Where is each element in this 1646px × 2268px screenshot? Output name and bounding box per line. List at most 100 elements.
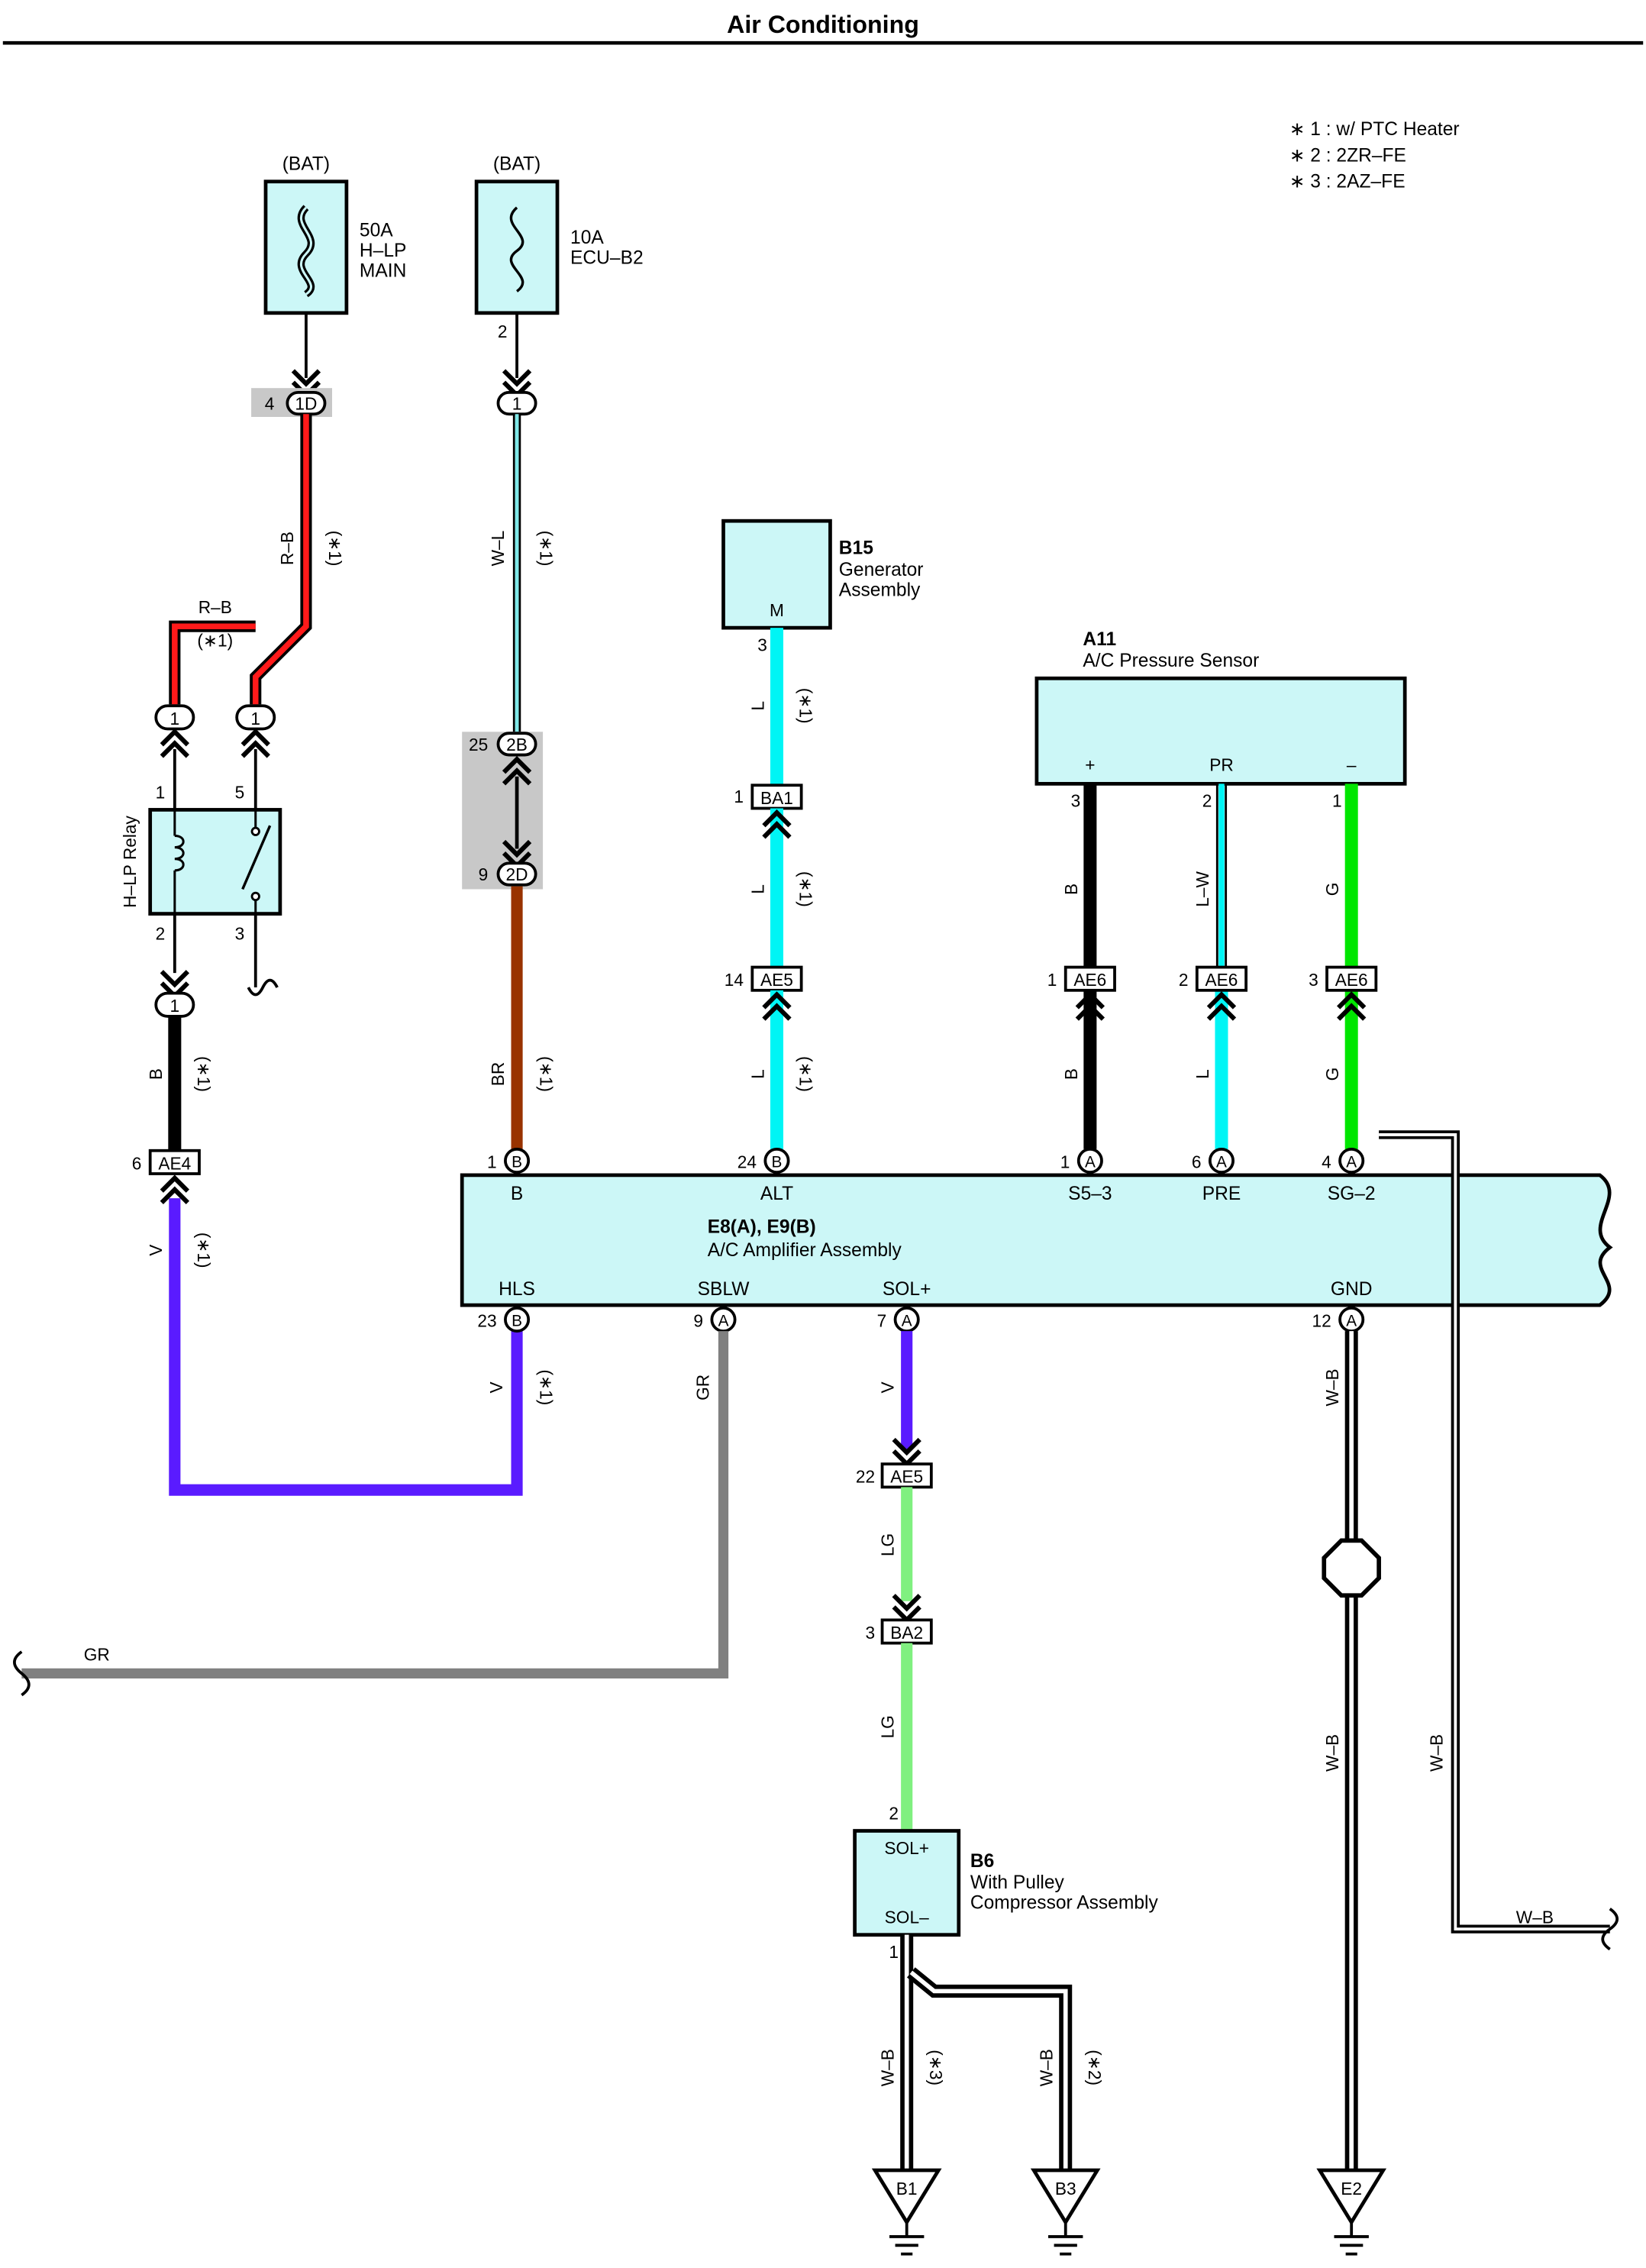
generator-code: B15 [839,538,873,559]
connector-ba1-pin: 1 [734,787,744,806]
wire-label-star1-rb-h: (∗1) [197,631,233,651]
fuse-hlp-name1: H–LP [360,241,406,261]
wire-label-wb-gnd-1: W–B [1322,1368,1342,1406]
amp-top-pin-3-num: 1 [1060,1152,1070,1171]
ground-b1-label: B1 [896,2179,918,2199]
compressor-pin-bottom: 1 [889,1942,899,1962]
amp-top-pin-1-num: 1 [487,1152,497,1171]
amp-bottom-pins: 23 B 9 A 7 A 12 A [477,1307,1365,1333]
relay-coil-icon [174,834,185,872]
amp-bottom-pin-1-num: 23 [477,1310,496,1330]
wire-label-br: BR [488,1062,508,1087]
note-2: ∗ 2 : 2ZR–FE [1289,145,1406,166]
relay-pin-2: 2 [156,924,166,944]
amp-top-pin-4 [1208,1147,1234,1174]
connector-2b-pin: 25 [469,735,488,754]
wire-label-wl: W–L [488,531,508,567]
fuse-ecu-source: (BAT) [493,154,541,175]
wire-wb-compressor [900,1934,1073,2172]
generator-terminal: M [770,600,784,620]
sensor-pin-3: 3 [1071,791,1081,811]
hlp-relay: 1 5 2 3 H–LP Relay [120,782,282,944]
connector-ba2-pin: 3 [865,1623,875,1643]
connector-ae4 [148,1149,201,1175]
relay-name: H–LP Relay [120,816,140,908]
connector-ae6-1-label: AE6 [1073,970,1106,990]
relay-connector-right-top [235,704,276,731]
note-1: ∗ 1 : w/ PTC Heater [1289,119,1460,140]
connector-ba1 [750,783,803,810]
sensor-terminal-pr: PR [1209,754,1234,774]
compressor-terminal-bottom: SOL– [885,1908,929,1927]
ground-e2-label: E2 [1341,2179,1362,2199]
connector-2b [496,732,537,757]
wire-label-g-2: G [1322,1068,1342,1081]
wire-break-icon [247,978,279,997]
compressor-name2: Compressor Assembly [970,1893,1159,1914]
wire-label-v-sol: V [878,1381,898,1393]
amp-top-pin-5 [1338,1147,1365,1174]
connector-ae4-pin: 6 [132,1153,142,1173]
legend-notes: ∗ 1 : w/ PTC Heater ∗ 2 : 2ZR–FE ∗ 3 : 2… [1289,119,1460,192]
wire-label-star1-l-1: (∗1) [796,688,816,724]
hlp-relay-box [148,808,282,916]
wire-label-b-sensor-1: B [1061,884,1081,895]
wire-label-b-relay: B [146,1068,166,1080]
generator-name1: Generator [839,560,924,580]
relay-connector-left-top-label: 1 [170,709,180,729]
fuse-ecu-symbol-icon [509,206,524,292]
ground-b3-label: B3 [1055,2179,1076,2199]
relay-pin-1: 1 [156,782,166,802]
sensor-name: A/C Pressure Sensor [1083,651,1259,671]
amp-terminal-s53: S5–3 [1068,1184,1112,1204]
fuse-ecu-b2: (BAT) 10A ECU–B2 2 [474,154,644,341]
amplifier-name: A/C Amplifier Assembly [708,1240,902,1261]
amplifier-box [460,1173,1613,1307]
amp-terminal-sg2: SG–2 [1328,1184,1376,1204]
ground-e2-icon [1316,2168,1387,2226]
wire-label-g-1: G [1322,883,1342,897]
wire-label-wb-right: W–B [1516,1908,1554,1927]
connector-ae6-2-label: AE6 [1205,970,1238,990]
amp-top-pin-2 [763,1147,790,1174]
wire-label-star1-br: (∗1) [536,1056,556,1092]
wire-label-wb-gnd-2: W–B [1322,1734,1342,1772]
amp-terminal-alt: ALT [760,1184,793,1204]
amp-top-pin-1 [504,1147,531,1174]
wire-gr [21,1331,729,1678]
fuse-hlp-source: (BAT) [282,154,330,175]
wire-label-rb-vertical: R–B [277,531,297,565]
wire-wb-gnd [1344,1130,1610,2172]
connector-1d-pin: 4 [265,394,275,414]
connector-ba2-label: BA2 [890,1623,923,1643]
wire-label-star1-b-relay: (∗1) [194,1056,214,1092]
sensor-terminal-minus: – [1347,754,1357,774]
connector-ae5-top [750,965,803,992]
ac-amplifier: E8(A), E9(B) A/C Amplifier Assembly B AL… [460,1173,1613,1307]
amp-top-pin-2-letter: B [772,1153,783,1171]
amp-bottom-pin-1 [504,1307,531,1333]
connector-ae6-3 [1325,965,1378,992]
wire-label-v-hls: V [486,1381,506,1393]
wire-label-star1-v-left: (∗1) [194,1233,214,1268]
connector-ae5-bottom-label: AE5 [890,1467,923,1487]
amp-bottom-pin-2-letter: A [718,1313,729,1330]
sensor-terminal-plus: + [1085,754,1095,774]
wire-label-wb-b3: W–B [1037,2049,1057,2086]
amp-terminal-sol: SOL+ [883,1279,931,1300]
wire-break-icon [13,1650,31,1697]
wire-label-star3: (∗3) [926,2050,946,2085]
connector-ae6-2-pin: 2 [1179,970,1189,990]
amp-top-pin-3-letter: A [1085,1153,1096,1171]
amp-terminal-pre: PRE [1202,1184,1241,1204]
splice-point [1322,1538,1381,1598]
wire-label-wb-branch: W–B [1426,1734,1446,1772]
wire-label-lg-2: LG [878,1715,898,1738]
amp-bottom-pin-3-num: 7 [877,1310,887,1330]
relay-connector-right-top-label: 1 [250,709,260,729]
amp-top-pin-1-letter: B [512,1153,522,1171]
connector-ae4-label: AE4 [158,1153,191,1173]
wire-label-gr-horizontal: GR [84,1644,110,1664]
wire-label-l-pre: L [1193,1069,1212,1079]
compressor-name1: With Pulley [970,1872,1065,1893]
